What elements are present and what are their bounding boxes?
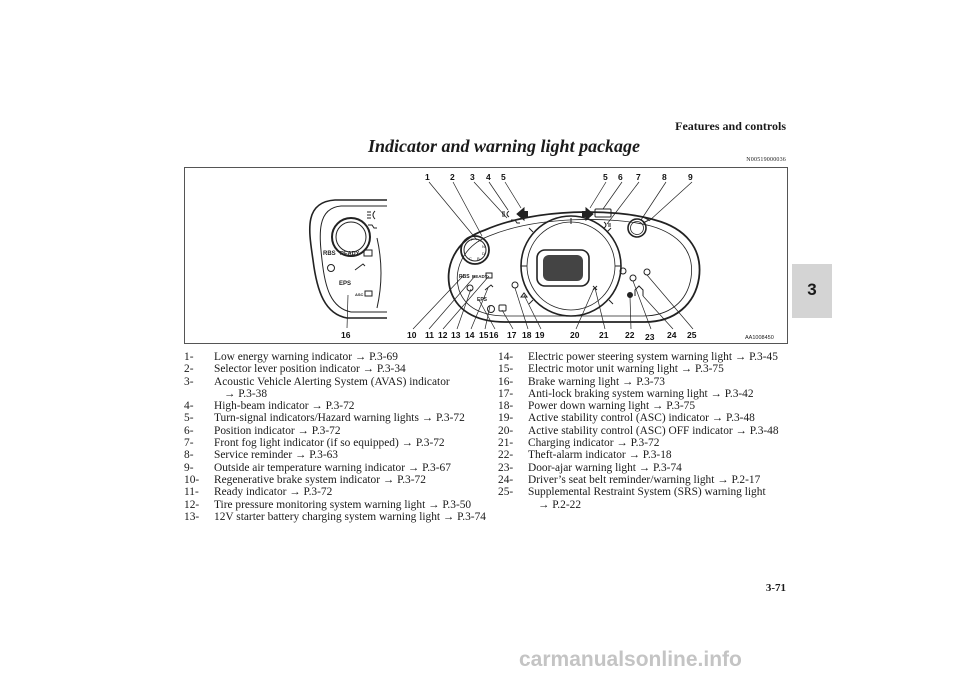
callout-8: 8 xyxy=(662,172,667,182)
callout-22: 22 xyxy=(625,330,635,340)
figure-code: AA1008450 xyxy=(745,335,774,341)
callout-14: 14 xyxy=(465,330,475,340)
legend-item: 21-Charging indicator → P.3-72 xyxy=(498,437,660,450)
callout-23: 23 xyxy=(645,332,655,342)
callout-21: 21 xyxy=(599,330,609,340)
section-title: Indicator and warning light package xyxy=(368,136,641,156)
callout-12: 12 xyxy=(438,330,448,340)
callout-2: 2 xyxy=(450,172,455,182)
callout-15: 15 xyxy=(479,330,489,340)
main-eps-label: EPS xyxy=(477,297,488,303)
main-ready-label: READY xyxy=(472,274,488,279)
legend-item: 19-Active stability control (ASC) indica… xyxy=(498,412,755,425)
callout-25: 25 xyxy=(687,330,697,340)
callout-16-main: 16 xyxy=(489,330,499,340)
legend-item: 13-12V starter battery charging system w… xyxy=(184,510,486,523)
legend-item: 6-Position indicator → P.3-72 xyxy=(184,424,341,437)
document-code: N00519000036 xyxy=(746,157,786,163)
callout-11: 11 xyxy=(425,330,434,340)
legend-item: 3-Acoustic Vehicle Alerting System (AVAS… xyxy=(184,375,450,388)
main-rbs-label: RBS xyxy=(459,274,470,280)
watermark: carmanualsonline.info xyxy=(519,648,742,671)
legend-item: 16-Brake warning light → P.3-73 xyxy=(498,375,665,388)
detail-asc-label: ASC xyxy=(355,292,364,297)
legend-item: 7-Front fog light indicator (if so equip… xyxy=(184,437,445,450)
legend-item: 8-Service reminder → P.3-63 xyxy=(184,449,338,462)
instrument-panel-figure: RBS READY EPS ASC xyxy=(184,167,788,344)
detail-icons: RBS READY EPS ASC xyxy=(323,210,377,297)
legend-item: 18-Power down warning light → P.3-75 xyxy=(498,400,696,413)
callout-9: 9 xyxy=(688,172,693,182)
running-header: Features and controls xyxy=(675,119,786,133)
svg-text:D: D xyxy=(482,251,485,256)
callout-3: 3 xyxy=(470,172,475,182)
svg-text:B: B xyxy=(477,256,480,261)
legend-left: 1-Low energy warning indicator → P.3-69 … xyxy=(184,351,494,523)
callout-24: 24 xyxy=(667,330,677,340)
callout-5-right: 5 xyxy=(603,172,608,182)
legend-item: 14-Electric power steering system warnin… xyxy=(498,351,778,363)
svg-text:C: C xyxy=(469,256,472,261)
legend-item: 10-Regenerative brake system indicator →… xyxy=(184,473,426,486)
legend-item: 4-High-beam indicator → P.3-72 xyxy=(184,400,355,413)
callout-7: 7 xyxy=(636,172,641,182)
callout-6: 6 xyxy=(618,172,623,182)
callout-18: 18 xyxy=(522,330,532,340)
legend-item: 1-Low energy warning indicator → P.3-69 xyxy=(184,351,398,363)
detail-ready-label: READY xyxy=(340,251,360,257)
detail-rbs-label: RBS xyxy=(323,251,336,257)
callout-1: 1 xyxy=(425,172,430,182)
legend-item: 9-Outside air temperature warning indica… xyxy=(184,461,451,474)
callout-17: 17 xyxy=(507,330,517,340)
legend-item: 23-Door-ajar warning light → P.3-74 xyxy=(498,461,682,474)
legend-item: → P.2-22 xyxy=(538,498,582,511)
legend-item: 15-Electric motor unit warning light → P… xyxy=(498,363,724,376)
callout-numbers: 1 2 3 4 5 5 6 7 8 9 10 11 12 13 14 15 16… xyxy=(341,172,697,342)
leader-lines xyxy=(346,181,694,330)
legend-item: 5-Turn-signal indicators/Hazard warning … xyxy=(184,412,465,425)
chapter-number: 3 xyxy=(807,280,817,299)
legend-item: → P.3-38 xyxy=(224,387,268,400)
legend-item: 12-Tire pressure monitoring system warni… xyxy=(184,498,472,511)
gear-letters: P R N D B C xyxy=(469,237,485,261)
svg-text:R: R xyxy=(478,238,481,243)
instrument-panel-illustration: RBS READY EPS ASC xyxy=(309,172,774,342)
legend-item: 2-Selector lever position indicator → P.… xyxy=(184,363,406,376)
callout-16-detail: 16 xyxy=(341,330,351,340)
detail-eps-label: EPS xyxy=(339,281,351,287)
callout-19: 19 xyxy=(535,330,545,340)
main-cluster xyxy=(447,211,701,323)
callout-4: 4 xyxy=(486,172,491,182)
legend-item: 22-Theft-alarm indicator → P.3-18 xyxy=(498,449,672,462)
page-number: 3-71 xyxy=(765,582,786,594)
callout-10: 10 xyxy=(407,330,417,340)
legend-item: 17-Anti-lock braking system warning ligh… xyxy=(498,387,754,400)
chapter-tab xyxy=(792,264,832,318)
legend-item: 25-Supplemental Restraint System (SRS) w… xyxy=(498,486,766,499)
svg-text:N: N xyxy=(482,244,485,249)
callout-13: 13 xyxy=(451,330,461,340)
svg-text:P: P xyxy=(471,237,474,242)
legend-right: 14-Electric power steering system warnin… xyxy=(498,351,788,511)
callout-20: 20 xyxy=(570,330,580,340)
legend-item: 11-Ready indicator → P.3-72 xyxy=(184,486,333,499)
legend-item: 24-Driver’s seat belt reminder/warning l… xyxy=(498,473,761,486)
detail-cluster xyxy=(309,199,387,319)
callout-5-left: 5 xyxy=(501,172,506,182)
legend-item: 20-Active stability control (ASC) OFF in… xyxy=(498,424,779,437)
